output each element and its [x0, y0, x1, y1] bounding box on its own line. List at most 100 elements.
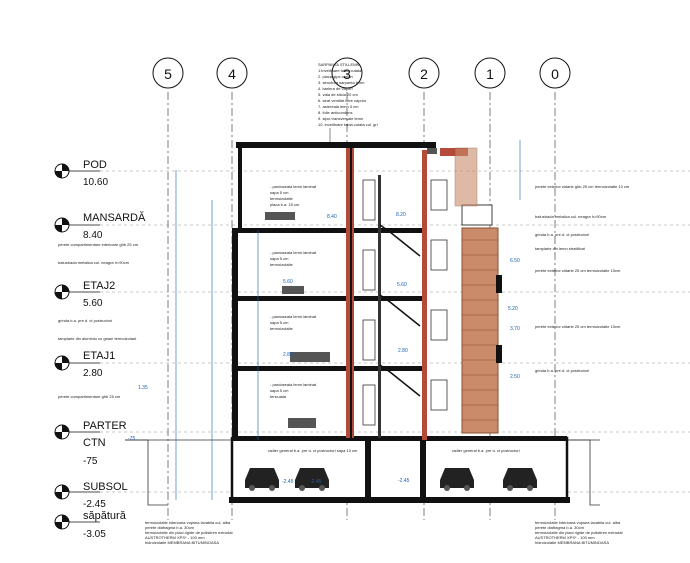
roof-note-line: 6. strat ventilat intre caprior [318, 98, 367, 103]
right-note: perete exterior zidarie ghb 25 cm termoi… [535, 184, 630, 189]
walls [232, 148, 468, 440]
dimension-lines [175, 140, 521, 500]
level-value: 10.60 [83, 177, 108, 188]
floor-note: termoizolatie [270, 196, 293, 201]
basement-note: radier general b.a. pre d. ct pcstructor… [452, 448, 520, 453]
bottom-note: hidroizolatie MEMBRANA BITUMINOASA [535, 540, 609, 545]
floor-note: sapa 5 cm [270, 256, 289, 261]
elevation-label: 5.60 [397, 282, 407, 288]
car-icon [295, 468, 329, 491]
level-value: -2.45 [83, 499, 106, 510]
basement [229, 436, 570, 503]
car-icon [245, 468, 279, 491]
floor-note: - pardoseala lemn laminat [270, 184, 317, 189]
bottom-note: termoizolatie din placi rigide de polist… [535, 530, 623, 535]
level-name: MANSARDĂ [83, 211, 146, 224]
level-value: 2.80 [83, 368, 103, 379]
left-notes: perete compartimentare interioare ghb 25… [58, 242, 139, 399]
bottom-note: termoizolatie din placi rigide de polist… [145, 530, 233, 535]
car-icon [503, 468, 537, 491]
right-note: perete exterior zidarie 25 cm termoizola… [535, 268, 621, 273]
level-name: PARTER [83, 420, 127, 432]
axis-bubble-3: 3 [331, 57, 363, 89]
elevation-label: 8.20 [396, 212, 406, 218]
axis-label: 1 [486, 66, 494, 82]
floor-slabs [232, 142, 567, 441]
roof-note-line: 2. placa gips carton [318, 74, 353, 79]
basement-note: radier general b.a. pre d. ct pcstructor… [268, 448, 358, 453]
level-name: săpătură [83, 510, 127, 522]
level-name: CTN [83, 437, 106, 449]
axis-label: 4 [228, 66, 236, 82]
level-name: ETAJ2 [83, 280, 115, 292]
stairs [379, 224, 421, 397]
elevation-label: -75 [128, 436, 135, 442]
axis-bubble-5: 5 [152, 57, 184, 89]
level-markers: POD 10.60 MANSARDĂ 8.40 ETAJ2 5.60 ETAJ1… [54, 159, 690, 540]
floor-note: placa b.a. 15 cm [270, 202, 300, 207]
right-notes: perete exterior zidarie ghb 25 cm termoi… [535, 184, 630, 373]
level-value: 5.60 [83, 298, 103, 309]
floor-note: - pardoseala lemn laminat [270, 382, 317, 387]
level-marker-sapatura: săpătură -3.05 [54, 510, 127, 540]
roof-note: SARPANTA STILLEMN 1.invelitoare tabla cu… [318, 62, 378, 142]
elevation-label: 1.35 [138, 385, 148, 391]
level-value: -3.05 [83, 529, 106, 540]
elevation-label: -2.45 [282, 479, 294, 485]
level-name: POD [83, 159, 107, 171]
floor-note: sapa 5 cm [270, 388, 289, 393]
floor-note: sapa 5 cm [270, 190, 289, 195]
axis-label: 5 [164, 66, 172, 82]
level-marker-parter: PARTER CTN -75 [54, 420, 690, 467]
axis-bubble-4: 4 [216, 57, 248, 89]
windows [362, 179, 448, 426]
roof-note-line: 5. vata de sticla 20 cm [318, 92, 358, 97]
axis-label: 0 [551, 66, 559, 82]
left-note: perete compartimentare interioare ghb 25… [58, 242, 139, 247]
floor-note: - pardoseala lemn laminat [270, 250, 317, 255]
axis-bubble-1: 1 [474, 57, 506, 89]
furniture [265, 212, 330, 428]
floor-note: tencuiala [270, 394, 287, 399]
elevation-label: 5.20 [508, 306, 518, 312]
left-note: tamplarie din aluminiu cu geam termoizol… [58, 336, 137, 341]
bottom-note: AUSTROTHERM XPS* - 100 mm [535, 535, 595, 540]
roof-note-line: 10. invelitoare tabla cutata cul. gri [318, 122, 378, 127]
level-name: SUBSOL [83, 481, 128, 493]
bottom-note: AUSTROTHERM XPS* - 100 mm [145, 535, 205, 540]
elevation-label: 8.40 [327, 214, 337, 220]
roof-note-title: SARPANTA STILLEMN [318, 62, 360, 67]
left-note: grinda b.a. pre d. ct pcstructori [58, 318, 112, 323]
elevation-label: -2.45 [398, 478, 410, 484]
floor-note: termoizolatie [270, 326, 293, 331]
axis-bubble-0: 0 [539, 57, 571, 89]
basement-notes: radier general b.a. pre d. ct pcstructor… [268, 448, 520, 453]
roof-note-line: 9. sipci transversale lemn [318, 116, 363, 121]
roof-note-line: 3. structura sarpanta lemn [318, 80, 364, 85]
axis-label: 3 [343, 66, 351, 82]
left-note: perete compartimentare ghb 25 cm [58, 394, 121, 399]
elevation-label: 3.70 [510, 326, 520, 332]
floor-note: sapa 5 cm [270, 320, 289, 325]
roof-note-line: 4. bariera de vapori [318, 86, 353, 91]
elevation-label: 2.80 [283, 352, 293, 358]
floor-notes: - pardoseala lemn laminat sapa 5 cm term… [270, 184, 317, 399]
level-value: -75 [83, 456, 98, 467]
bottom-notes: termoizolatie interioara vopsea lavabila… [145, 520, 623, 545]
floor-note: - pardoseala lemn laminat [270, 314, 317, 319]
elevation-label: 2.80 [398, 348, 408, 354]
right-note: grinda b.a. pre d. ct pcstructori [535, 232, 589, 237]
elevation-label: 6.50 [510, 258, 520, 264]
facade-cladding [454, 147, 502, 434]
car-icon [440, 468, 474, 491]
bottom-note: termoizolatie interioara vopsea lavabila… [535, 520, 621, 525]
level-value: 8.40 [83, 230, 103, 241]
bottom-note: hidroizolatie MEMBRANA BITUMINOASA [145, 540, 219, 545]
level-marker-etaj2: ETAJ2 5.60 [54, 280, 690, 309]
level-marker-etaj1: ETAJ1 2.80 [54, 350, 690, 379]
bottom-note: perete diafragma b.a. 30cm [145, 525, 195, 530]
left-note: balustrada metalica cul. neagra h=90cm [58, 260, 130, 265]
right-note: perete exterior zidarie 25 cm termoizola… [535, 324, 621, 329]
axis-bubbles: 5 4 3 2 1 0 [152, 57, 571, 89]
